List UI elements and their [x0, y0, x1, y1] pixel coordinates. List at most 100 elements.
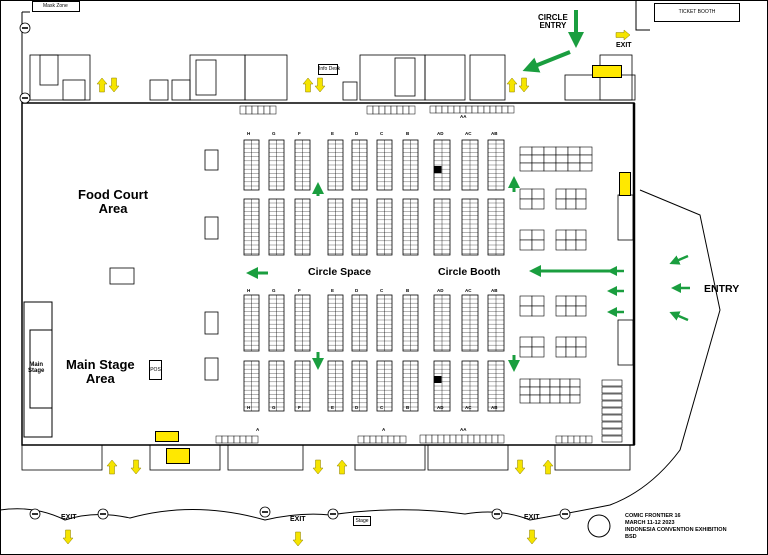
- right-wall-stalls: [617, 103, 636, 445]
- outer-wall-curve: [0, 189, 721, 521]
- service-box: [204, 357, 219, 381]
- booth-group: [519, 378, 581, 404]
- booth-column: [243, 294, 260, 352]
- left-service-boxes: [109, 149, 219, 381]
- booth-column: [243, 360, 260, 412]
- row-label: C: [380, 131, 384, 136]
- main-stage-area-label: Main Stage Area: [66, 357, 135, 386]
- row-label: C: [380, 288, 384, 293]
- green-arrows: [246, 10, 690, 372]
- booth-column: [402, 139, 419, 191]
- row-label: H: [247, 131, 251, 136]
- exit-circle: [491, 508, 503, 520]
- row-label: G: [272, 405, 276, 410]
- row-label: AD: [437, 131, 444, 136]
- row-label: AC: [465, 288, 472, 293]
- booth-column: [351, 198, 368, 256]
- entry-label: ENTRY: [704, 283, 740, 295]
- booth-column: [243, 139, 260, 191]
- wall-booth-strip: [357, 435, 407, 444]
- main-stage-label: Main Stage: [28, 362, 45, 375]
- exit-circle: [19, 22, 31, 34]
- booth-column: [487, 294, 505, 352]
- wall-row-label: A: [256, 427, 260, 432]
- exit-label-top: EXIT: [616, 42, 632, 49]
- footer-line-4: BSD: [625, 534, 637, 540]
- exit-circle: [259, 506, 271, 518]
- wall-booth-strip: [215, 435, 259, 444]
- exit-circle: [19, 92, 31, 104]
- stage-small-box: Stage: [353, 516, 371, 526]
- booth-group: [555, 336, 587, 358]
- circle-booth-label: Circle Booth: [438, 266, 501, 278]
- wall-booth-strip: [366, 105, 416, 115]
- yellow-arrow: [514, 459, 526, 475]
- exit-label-3: EXIT: [524, 514, 540, 521]
- booth-column: [402, 294, 419, 352]
- yellow-arrow: [292, 531, 304, 547]
- footer-line-1: COMIC FRONTIER 16: [625, 513, 681, 519]
- exit-circle: [559, 508, 571, 520]
- booth-group: [555, 229, 587, 251]
- booth-column: [487, 198, 505, 256]
- booth-column: [402, 198, 419, 256]
- footer-line-2: MARCH 11-12 2023: [625, 520, 675, 526]
- wall-row-label: AA: [460, 114, 467, 119]
- row-label: H: [247, 405, 251, 410]
- row-label: AB: [491, 405, 498, 410]
- row-label: B: [406, 131, 410, 136]
- row-label: C: [380, 405, 384, 410]
- booth-group: [519, 229, 545, 251]
- green-arrow: [669, 254, 689, 265]
- row-label: F: [298, 131, 301, 136]
- row-label: G: [272, 288, 276, 293]
- booth-group: [519, 146, 593, 172]
- exit-label-2: EXIT: [290, 516, 306, 523]
- wall-booth-strip: [429, 105, 515, 114]
- booth-column: [327, 198, 344, 256]
- booth-column: [461, 198, 479, 256]
- row-label: D: [355, 405, 359, 410]
- yellow-sign-right: [619, 172, 631, 196]
- yellow-arrows: [62, 29, 631, 547]
- row-label: D: [355, 131, 359, 136]
- booth-column: [268, 360, 285, 412]
- booth-column: [351, 139, 368, 191]
- booth-group: [519, 188, 545, 210]
- mask-zone-box: Mask Zone: [32, 1, 80, 12]
- yellow-arrow: [542, 459, 554, 475]
- circle-entry-label: CIRCLE ENTRY: [538, 13, 568, 31]
- exit-markers: [19, 22, 571, 520]
- yellow-arrow: [518, 77, 530, 93]
- yellow-arrow: [62, 529, 74, 545]
- yellow-arrow: [312, 459, 324, 475]
- filled-booth: [434, 166, 442, 173]
- row-label: B: [406, 288, 410, 293]
- booth-column: [433, 294, 451, 352]
- yellow-arrow: [106, 459, 118, 475]
- booth-columns: [243, 139, 505, 412]
- row-label: E: [331, 288, 335, 293]
- exit-circle: [29, 508, 41, 520]
- event-footer: COMIC FRONTIER 16 MARCH 11-12 2023 INDON…: [625, 513, 727, 541]
- booth-column: [461, 360, 479, 412]
- yellow-arrow: [314, 77, 326, 93]
- row-label: AB: [491, 288, 498, 293]
- bottom-service-blocks: [21, 444, 631, 471]
- booth-group: [555, 188, 587, 210]
- booth-column: [243, 198, 260, 256]
- booth-group: [519, 336, 545, 358]
- service-box: [109, 267, 135, 285]
- filled-booth: [434, 376, 442, 383]
- green-arrow: [522, 50, 571, 73]
- ticket-booth: TICKET BOOTH: [654, 3, 740, 22]
- green-arrow: [669, 311, 689, 322]
- top-service-blocks: [29, 54, 636, 101]
- round-marker: [587, 514, 611, 538]
- circle-space-label: Circle Space: [308, 266, 372, 278]
- service-box: [204, 311, 219, 335]
- right-booth-blocks: [519, 146, 593, 404]
- booth-column: [327, 360, 344, 412]
- service-box: [204, 149, 219, 171]
